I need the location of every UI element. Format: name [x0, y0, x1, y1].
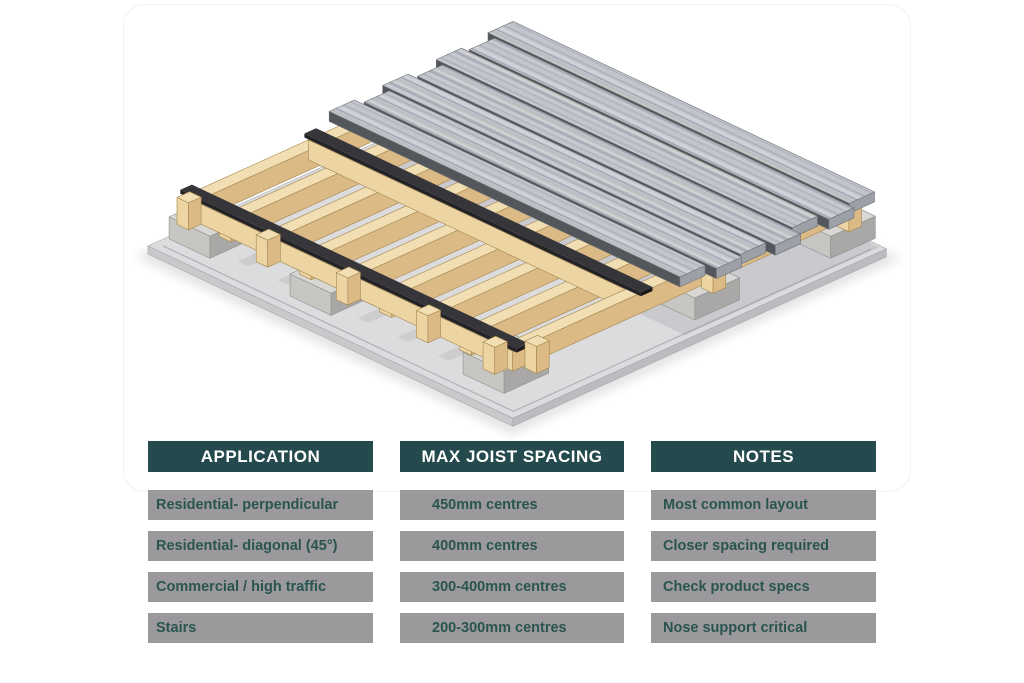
- cell-spacing-row2: 300-400mm centres: [400, 572, 624, 602]
- cell-application-row0: Residential- perpendicular: [148, 490, 373, 520]
- cell-spacing-row3: 200-300mm centres: [400, 613, 624, 643]
- cell-notes-row0: Most common layout: [651, 490, 876, 520]
- cell-spacing-row0: 450mm centres: [400, 490, 624, 520]
- cell-notes-row2: Check product specs: [651, 572, 876, 602]
- cell-application-row3: Stairs: [148, 613, 373, 643]
- column-header-notes: NOTES: [651, 441, 876, 472]
- cell-notes-row1: Closer spacing required: [651, 531, 876, 561]
- cell-application-row2: Commercial / high traffic: [148, 572, 373, 602]
- deck-construction-illustration: [134, 21, 902, 436]
- cell-application-row1: Residential- diagonal (45°): [148, 531, 373, 561]
- cell-spacing-row1: 400mm centres: [400, 531, 624, 561]
- column-header-application: APPLICATION: [148, 441, 373, 472]
- column-header-max-joist-spacing: MAX JOIST SPACING: [400, 441, 624, 472]
- cell-notes-row3: Nose support critical: [651, 613, 876, 643]
